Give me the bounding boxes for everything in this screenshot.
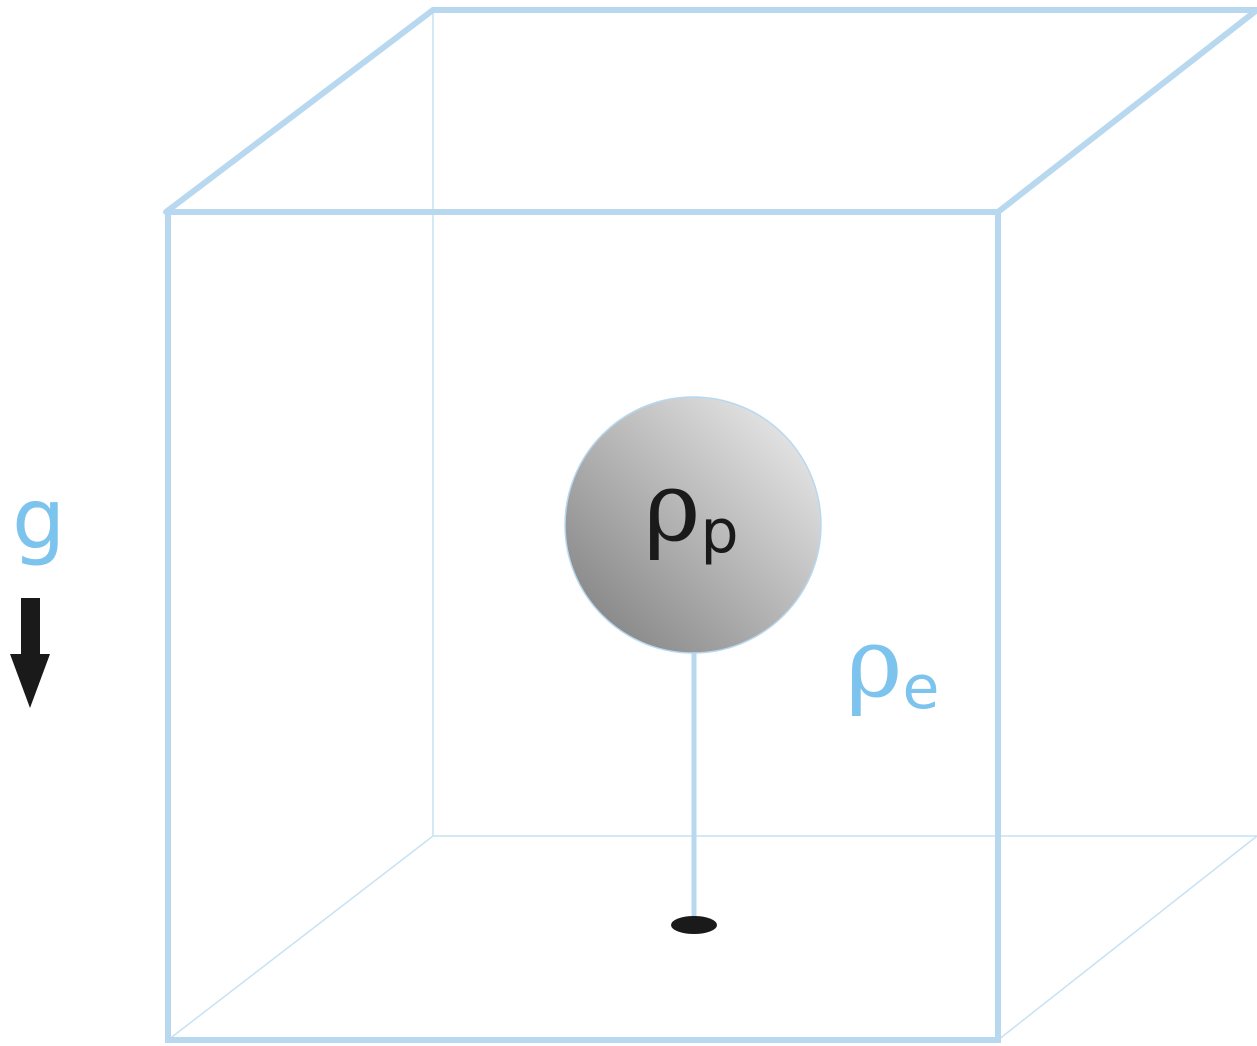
- box-back-edges: [167, 10, 1257, 1041]
- box-front-face: [165, 209, 1001, 1043]
- down-arrow-icon: [10, 598, 50, 708]
- box-bottom-left-depth-edge: [167, 835, 434, 1041]
- particle-sphere: [564, 396, 822, 654]
- environment-density-label: ρe: [846, 607, 939, 723]
- particle-density-label: ρp: [644, 451, 739, 567]
- box-front-edges: [163, 7, 1257, 1043]
- particle-density-subscript: p: [700, 497, 738, 567]
- environment-density-subscript: e: [902, 653, 939, 723]
- box-bottom-right-depth-edge: [997, 835, 1257, 1041]
- tether-anchor: [671, 916, 717, 934]
- box-top-right-depth-edge: [995, 7, 1257, 215]
- particle-density-symbol: ρ: [644, 451, 700, 563]
- box-top-left-depth-edge: [163, 7, 436, 215]
- gravity-label: g: [12, 470, 65, 568]
- environment-density-symbol: ρ: [846, 607, 902, 719]
